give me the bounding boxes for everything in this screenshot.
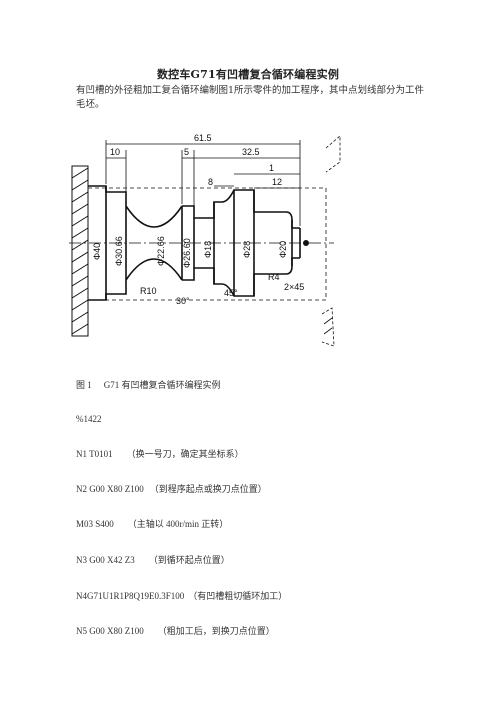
dimension-lines (105, 140, 301, 226)
program-comment: （到循环起点位置） (148, 555, 230, 565)
program-code: N3 G00 X42 Z3 (76, 555, 135, 565)
dim-a45: 45° (224, 288, 238, 298)
dim-mid: 5 (184, 147, 189, 157)
dim-right: 32.5 (242, 147, 260, 157)
part-profile (88, 185, 301, 301)
document-title: 数控车G71有凹槽复合循环编程实例 (156, 68, 340, 81)
program-comment: （有凹槽粗切循环加工） (188, 591, 288, 601)
part-drawing: 61.5 10 5 32.5 1 8 12 Φ40 Φ30.66 Φ22.66 … (64, 128, 364, 368)
program-code: N4G71U1R1P8Q19E0.3F100 (76, 591, 185, 601)
program-code: N5 G00 X80 Z100 (76, 626, 144, 636)
program-number: %1422 (76, 414, 102, 424)
dim-total: 61.5 (194, 133, 212, 143)
figure-caption: 图 1 G71 有凹槽复合循环编程实例 (76, 378, 221, 391)
tailstock-marks (321, 135, 341, 347)
caption-text: G71 有凹槽复合循环编程实例 (103, 380, 221, 390)
program-line: M03 S400 （主轴以 400r/min 正转） (76, 517, 228, 530)
program-code: M03 S400 (76, 519, 114, 529)
dim-chamfer: 2×45 (284, 282, 304, 292)
dim-d20: Φ20 (278, 241, 288, 258)
program-line: N5 G00 X80 Z100 （粗加工后，到换刀点位置） (76, 624, 275, 637)
dim-d26: Φ26.60 (182, 238, 192, 268)
program-comment: （主轴以 400r/min 正转） (127, 519, 229, 529)
dim-r4: R4 (268, 272, 280, 282)
program-comment: （到程序起点或换刀点位置） (149, 484, 267, 494)
program-comment: （粗加工后，到换刀点位置） (157, 626, 275, 636)
dim-eight: 8 (208, 177, 213, 187)
dim-d18: Φ18 (203, 241, 213, 258)
program-line: N4G71U1R1P8Q19E0.3F100（有凹槽粗切循环加工） (76, 589, 287, 602)
program-line: N3 G00 X42 Z3 （到循环起点位置） (76, 553, 230, 566)
caption-label: 图 1 (76, 380, 92, 390)
chuck-hatch (71, 165, 89, 337)
program-code: N2 G00 X80 Z100 (76, 484, 144, 494)
program-line: N2 G00 X80 Z100 （到程序起点或换刀点位置） (76, 482, 267, 495)
program-code: N1 T0101 (76, 449, 113, 459)
program-line: N1 T0101 （换一号刀，确定其坐标系） (76, 447, 244, 460)
program-comment: （换一号刀，确定其坐标系） (126, 449, 244, 459)
dim-d28: Φ28 (242, 241, 252, 258)
blank-outline (87, 187, 327, 301)
dim-d30: Φ30.66 (114, 236, 124, 266)
dim-d22: Φ22.66 (156, 236, 166, 266)
intro-paragraph: 有凹槽的外径粗加工复合循环编制图1所示零件的加工程序，其中点划线部分为工件毛坯。 (76, 85, 425, 110)
dim-twelve: 12 (272, 177, 282, 187)
dim-one: 1 (269, 163, 274, 173)
dim-d40: Φ40 (92, 243, 102, 260)
dim-left: 10 (110, 147, 120, 157)
dim-r10: R10 (140, 286, 157, 296)
dim-a30: 30° (176, 296, 190, 306)
